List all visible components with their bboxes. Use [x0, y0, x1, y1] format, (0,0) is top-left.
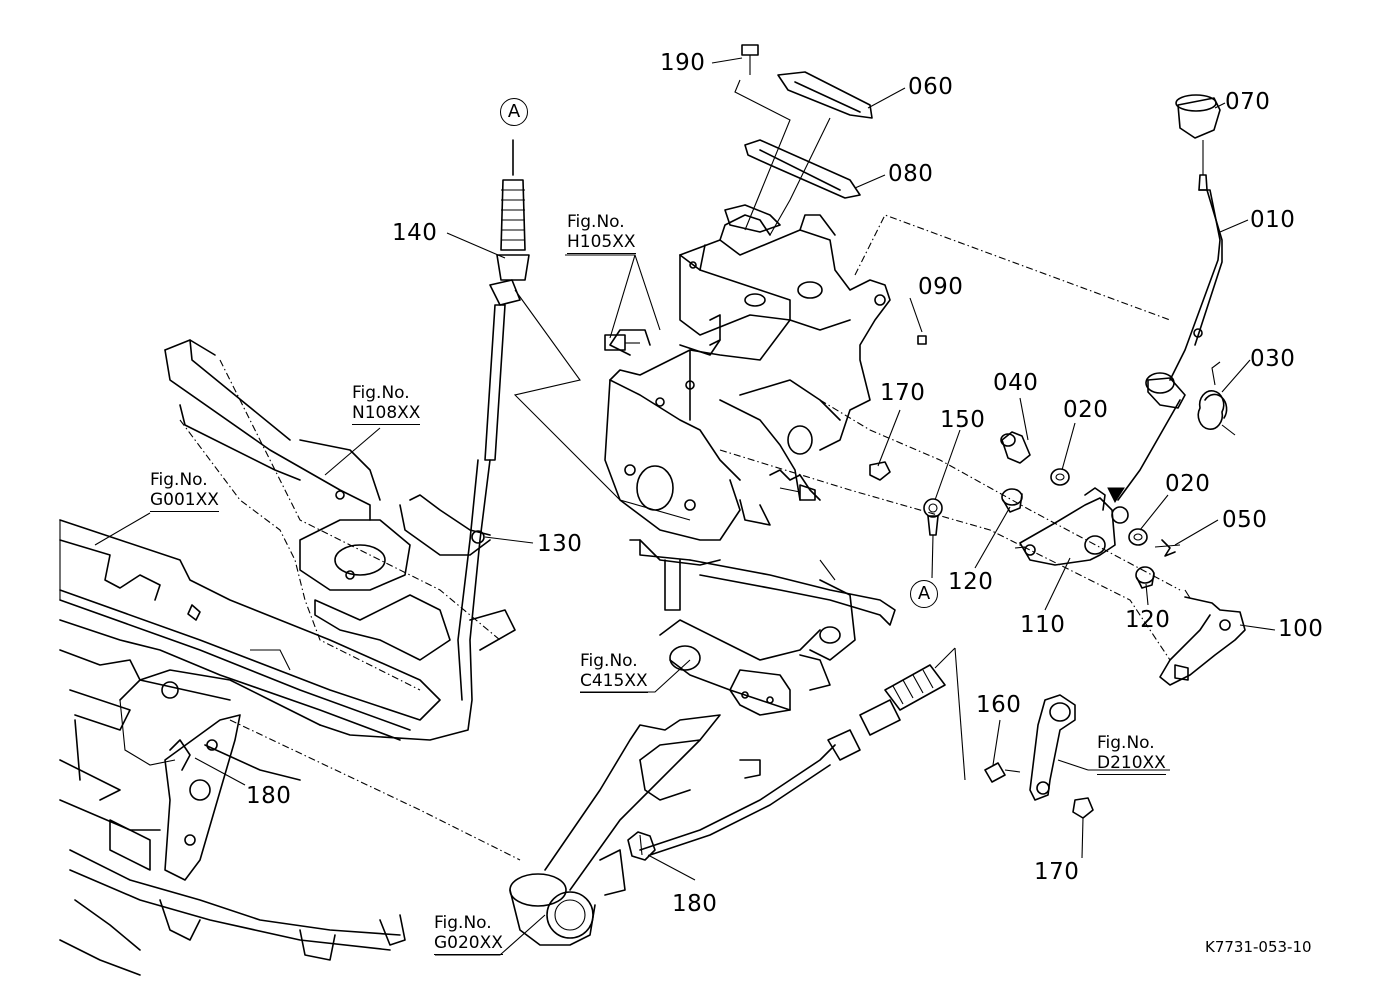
- fig-ref-g020-prefix: Fig.No.: [434, 913, 492, 933]
- callout-170-lower: 170: [1034, 859, 1080, 885]
- connection-marker-a-top: A: [500, 98, 528, 126]
- fig-ref-c415-prefix: Fig.No.: [580, 651, 638, 671]
- fig-ref-h105-prefix: Fig.No.: [567, 212, 625, 232]
- fig-ref-d210: Fig.No. D210XX: [1097, 733, 1166, 775]
- callout-050: 050: [1222, 507, 1268, 533]
- fig-ref-g001: Fig.No. G001XX: [150, 470, 219, 512]
- fig-ref-n108-code: N108XX: [352, 403, 421, 425]
- callout-060: 060: [908, 74, 954, 100]
- callout-120-left: 120: [948, 569, 994, 595]
- callout-080: 080: [888, 161, 934, 187]
- callout-120-right: 120: [1125, 607, 1171, 633]
- guide-link: [819, 559, 836, 581]
- callout-180-left: 180: [246, 783, 292, 809]
- callout-190: 190: [660, 50, 706, 76]
- leader-cable-to-bracket: [513, 289, 691, 521]
- callout-040: 040: [993, 370, 1039, 396]
- fig-ref-g020: Fig.No. G020XX: [434, 913, 503, 955]
- lower-cable: [639, 647, 966, 856]
- callout-170-upper: 170: [880, 380, 926, 406]
- fig-ref-g001-code: G001XX: [150, 490, 219, 512]
- callout-150: 150: [940, 407, 986, 433]
- fig-ref-g020-code: G020XX: [434, 933, 503, 955]
- callout-090: 090: [918, 274, 964, 300]
- fig-ref-c415: Fig.No. C415XX: [580, 651, 648, 693]
- top-plates: [724, 44, 873, 236]
- d210-arm: [984, 694, 1094, 819]
- callout-180-bottom: 180: [672, 891, 718, 917]
- drawing-number: K7731-053-10: [1205, 938, 1312, 956]
- callout-010: 010: [1250, 207, 1296, 233]
- fig-ref-d210-prefix: Fig.No.: [1097, 733, 1155, 753]
- callout-070: 070: [1225, 89, 1271, 115]
- cable-140: [119, 139, 530, 781]
- callout-110: 110: [1020, 612, 1066, 638]
- callout-030: 030: [1250, 346, 1296, 372]
- n108-bracket: [164, 339, 516, 691]
- callout-100: 100: [1278, 616, 1324, 642]
- callout-leaders: [94, 57, 1276, 956]
- guide-line-middle: [719, 449, 1171, 661]
- guide-line-top: [854, 214, 1171, 321]
- fig-ref-n108: Fig.No. N108XX: [352, 383, 421, 425]
- fig-ref-n108-prefix: Fig.No.: [352, 383, 410, 403]
- connection-marker-a-bottom: A: [910, 580, 938, 608]
- chassis-frame: [59, 519, 441, 976]
- fig-ref-d210-code: D210XX: [1097, 753, 1166, 775]
- fig-ref-g001-prefix: Fig.No.: [150, 470, 208, 490]
- linkage-parts: [869, 431, 1246, 686]
- c415-pedal-bracket: [659, 579, 856, 716]
- fig-ref-h105: Fig.No. H105XX: [567, 212, 636, 254]
- callout-130: 130: [537, 531, 583, 557]
- callout-020-upper: 020: [1063, 397, 1109, 423]
- g020-pedal-arm: [509, 714, 761, 946]
- shift-lever: [1117, 94, 1236, 501]
- main-bracket: [604, 214, 927, 626]
- guide-line-upper-shaft: [819, 399, 1181, 591]
- fig-ref-h105-code: H105XX: [567, 232, 636, 254]
- callout-020-lower: 020: [1165, 471, 1211, 497]
- callout-140: 140: [392, 220, 438, 246]
- callout-160: 160: [976, 692, 1022, 718]
- fig-ref-c415-code: C415XX: [580, 671, 648, 693]
